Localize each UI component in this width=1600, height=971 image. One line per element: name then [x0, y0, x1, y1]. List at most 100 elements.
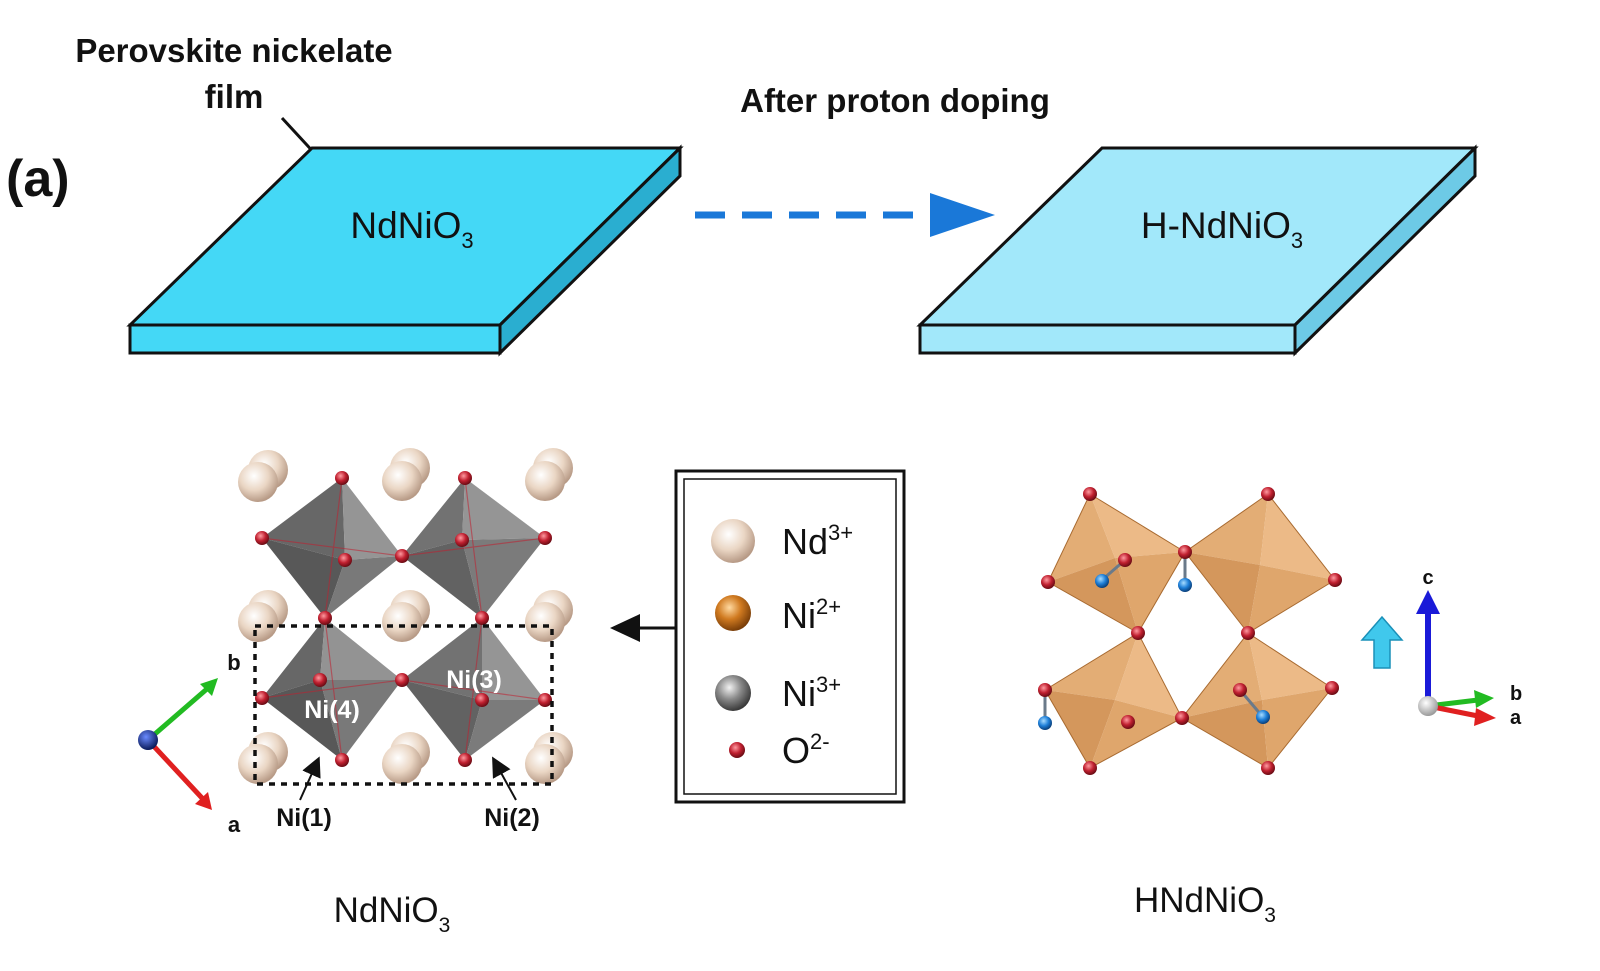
legend-item-ni3: Ni3+: [715, 672, 841, 714]
oxygen-atom: [1131, 626, 1145, 640]
film-caption-line1: Perovskite nickelate: [75, 32, 392, 69]
ndnio3-structure: Ni(4) Ni(3) Ni(1) Ni(2) b a NdNiO3: [138, 448, 573, 937]
nd-atom: [382, 744, 422, 784]
site-label-ni1: Ni(1): [276, 804, 332, 832]
oxygen-atom: [1121, 715, 1135, 729]
legend-label-nd: Nd3+: [782, 520, 853, 562]
oxygen-atom: [1083, 761, 1097, 775]
oxygen-atom-icon: [729, 742, 745, 758]
slab-left-front-face: [128, 323, 502, 355]
slab-right-front-face: [918, 323, 1297, 355]
octahedron-lower-left: [262, 618, 402, 760]
oxygen-atom: [538, 693, 552, 707]
slab-left-side-face: [498, 144, 682, 357]
legend-pointer-arrow: [610, 614, 676, 642]
axis-b-line: [146, 686, 210, 742]
oxygen-atom: [255, 691, 269, 705]
oxygen-atom: [338, 553, 352, 567]
ni1-pointer: [299, 756, 321, 801]
oxygen-atom: [1328, 573, 1342, 587]
panel-label: (a): [6, 150, 70, 208]
oxygen-atom: [1118, 553, 1132, 567]
cyan-up-arrow-icon: [1360, 615, 1404, 669]
nd-atom: [525, 602, 565, 642]
orange-octahedron-upper-left: [1047, 493, 1186, 634]
film-caption-line2: film: [205, 78, 264, 115]
legend-item-nd: Nd3+: [711, 519, 853, 563]
nd-atom: [525, 744, 565, 784]
legend-item-oxygen: O2-: [729, 729, 830, 771]
axis-label-c: c: [1422, 567, 1433, 589]
hydrogen-atom: [1178, 578, 1192, 592]
axis-b-arrowhead: [200, 678, 218, 696]
ni2-pointer: [492, 756, 517, 801]
legend-label-ni2: Ni2+: [782, 594, 841, 636]
axis-label-b-right: b: [1510, 683, 1522, 705]
oxygen-atom: [475, 611, 489, 625]
orange-octahedron-lower-right: [1181, 632, 1333, 769]
oxygen-atom: [395, 549, 409, 563]
nd-atom: [382, 461, 422, 501]
orange-octahedron-upper-right: [1184, 493, 1336, 634]
hydrogen-atom: [1038, 716, 1052, 730]
orange-octahedron-lower-left: [1044, 632, 1183, 769]
ni-o-bonds: [261, 477, 546, 761]
unit-cell-outline: [253, 624, 554, 786]
octahedron-upper-left: [262, 478, 402, 618]
oxygen-atom: [335, 471, 349, 485]
axis-a-arrowhead: [195, 792, 212, 810]
axis-label-b-left: b: [227, 650, 240, 675]
hydrogen-atom: [1256, 710, 1270, 724]
hndnio3-structure: c b a HNdNiO3: [1038, 487, 1522, 927]
hydrogen-atoms: [1038, 574, 1270, 730]
nd-atoms-row-mid: [238, 590, 573, 642]
oxygen-atom: [475, 693, 489, 707]
slab-left: NdNiO3: [126, 144, 684, 357]
oxygen-atom: [313, 673, 327, 687]
site-label-ni2: Ni(2): [484, 804, 540, 832]
axis-label-a-right: a: [1510, 707, 1522, 729]
oxygen-atom: [1038, 683, 1052, 697]
ni3-atom-icon: [715, 675, 751, 711]
oxygen-atom: [458, 471, 472, 485]
site-label-ni3: Ni(3): [446, 666, 502, 694]
oxygen-atom: [1261, 487, 1275, 501]
nd-atom: [238, 744, 278, 784]
axis-label-a-left: a: [228, 812, 241, 837]
left-structure-caption: NdNiO3: [334, 891, 451, 937]
oxygen-atom: [458, 753, 472, 767]
oxygen-atom: [538, 531, 552, 545]
legend-label-oxygen: O2-: [782, 729, 830, 771]
ni2-atom-icon: [715, 595, 751, 631]
nd-atoms-row-bottom: [238, 732, 573, 784]
oxygen-atom: [455, 533, 469, 547]
slab-right: H-NdNiO3: [916, 144, 1479, 357]
nd-atom: [238, 602, 278, 642]
oxygen-atom: [1261, 761, 1275, 775]
nd-atom: [525, 461, 565, 501]
nd-atom: [382, 602, 422, 642]
nd-atom: [238, 462, 278, 502]
axis-a-arrowhead-right: [1474, 708, 1496, 726]
oxygen-atom: [318, 611, 332, 625]
legend-item-ni2: Ni2+: [715, 594, 841, 636]
oxygen-atom: [255, 531, 269, 545]
oxygen-atom: [1325, 681, 1339, 695]
axes-left: b a: [138, 650, 241, 837]
oxygen-atom: [395, 673, 409, 687]
slab-left-formula: NdNiO3: [350, 205, 473, 253]
nd-atom-icon: [711, 519, 755, 563]
oxygen-atom: [1178, 545, 1192, 559]
oxygen-atoms-right: [1038, 487, 1342, 775]
site-label-ni4: Ni(4): [304, 696, 360, 724]
octahedron-lower-right: [402, 618, 545, 760]
oxygen-atom: [335, 753, 349, 767]
axes-right: c b a: [1416, 567, 1522, 729]
hydrogen-atom: [1095, 574, 1109, 588]
legend-box: Nd3+ Ni2+ Ni3+ O2-: [674, 469, 906, 804]
oxygen-atom: [1041, 575, 1055, 589]
oxygen-atoms-left: [255, 471, 552, 767]
oxygen-atom: [1233, 683, 1247, 697]
